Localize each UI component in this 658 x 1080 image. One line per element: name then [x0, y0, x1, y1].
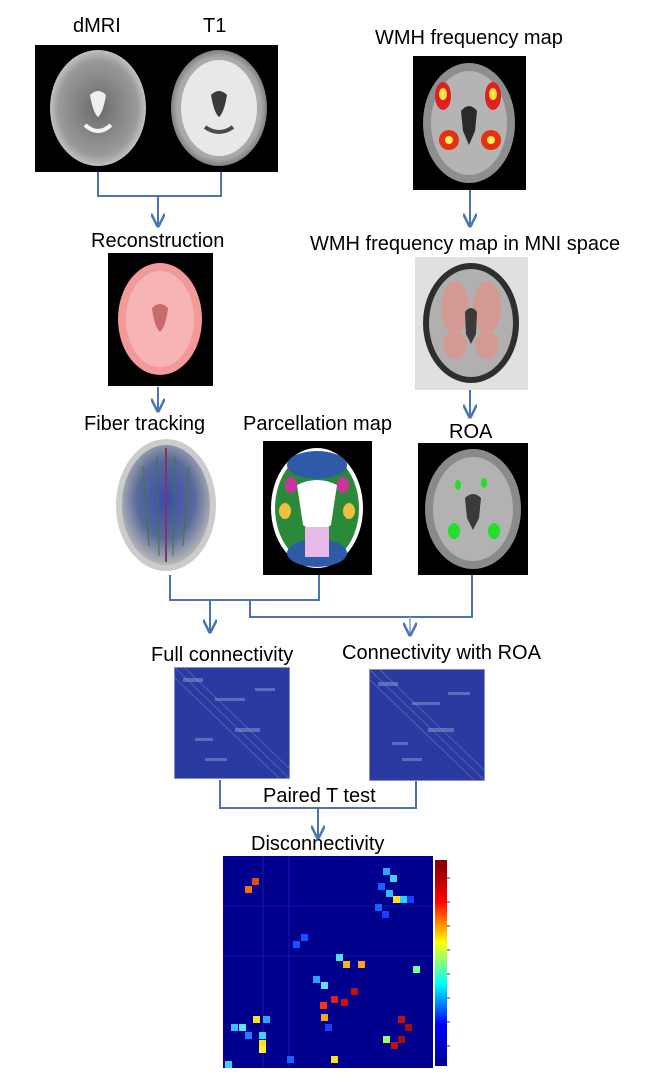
colorbar-ticks — [447, 877, 450, 1047]
disconnectivity-label: Disconnectivity — [251, 833, 385, 855]
heatmap-cells — [225, 868, 420, 1068]
merge-connector — [97, 172, 222, 197]
bracket-fiber-parcellation — [169, 575, 320, 601]
connectivity-roa-matrix — [369, 669, 485, 781]
wmh-map-label: WMH frequency map — [375, 27, 563, 49]
fiber-tracking-label: Fiber tracking — [84, 413, 206, 435]
wmh-mni-image — [415, 257, 528, 390]
full-connectivity-matrix — [174, 667, 290, 779]
connector-roa — [249, 575, 473, 618]
reconstruction-label: Reconstruction — [91, 230, 225, 252]
bracket-matrices — [219, 780, 417, 809]
connectivity-roa-label: Connectivity with ROA — [342, 642, 541, 664]
reconstruction-image — [108, 253, 213, 386]
parcellation-map-image — [263, 441, 372, 575]
t1-label: T1 — [203, 15, 227, 37]
wmh-frequency-map-image — [413, 56, 526, 190]
paired-t-label: Paired T test — [263, 785, 376, 807]
roa-image — [418, 443, 528, 575]
wmh-mni-label: WMH frequency map in MNI space — [310, 233, 621, 255]
parcellation-label: Parcellation map — [243, 413, 392, 435]
dmri-label: dMRI — [73, 15, 121, 37]
disconnectivity-heatmap — [223, 856, 433, 1068]
fiber-tracking-image — [113, 436, 220, 574]
roa-label: ROA — [449, 421, 493, 443]
full-connectivity-label: Full connectivity — [151, 644, 294, 666]
heatmap-colorbar — [435, 860, 447, 1066]
dmri-t1-images — [35, 45, 278, 172]
